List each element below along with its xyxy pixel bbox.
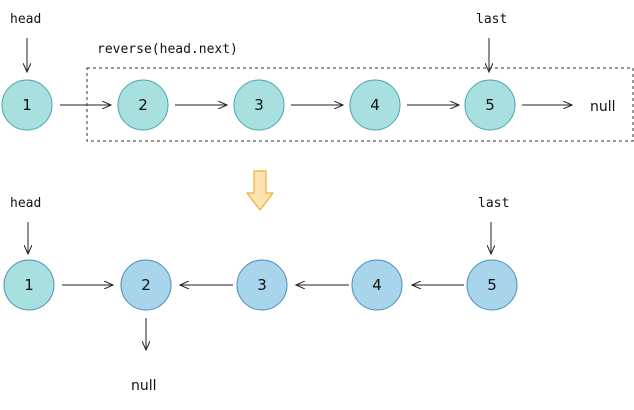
top-node-label: 5 — [485, 96, 495, 114]
bottom-head-label: head — [10, 196, 41, 211]
bottom-list: head last 1 2 3 4 5 null — [3, 196, 518, 394]
top-node-5: 5 — [464, 79, 516, 131]
top-node-label: 1 — [22, 96, 32, 114]
top-node-3: 3 — [233, 79, 285, 131]
bottom-node-label: 2 — [141, 276, 151, 294]
top-null-label: null — [590, 99, 616, 115]
top-node-2: 2 — [117, 79, 169, 131]
top-node-label: 4 — [370, 96, 380, 114]
down-arrow-icon — [246, 170, 274, 211]
top-node-circle — [349, 79, 401, 131]
top-node-circle — [464, 79, 516, 131]
bottom-node-2: 2 — [120, 259, 172, 311]
bottom-node-circle — [466, 259, 518, 311]
top-node-circle — [233, 79, 285, 131]
bottom-node-circle — [3, 259, 55, 311]
top-last-label: last — [476, 12, 507, 27]
bottom-null-label: null — [131, 378, 157, 394]
top-head-label: head — [10, 12, 41, 27]
bottom-node-label: 3 — [257, 276, 267, 294]
bottom-node-1: 1 — [3, 259, 55, 311]
top-node-circle — [117, 79, 169, 131]
top-node-circle — [1, 79, 53, 131]
top-list: head last reverse(head.next) 1 2 3 4 5 null — [1, 12, 634, 142]
bottom-node-label: 4 — [372, 276, 382, 294]
top-node-4: 4 — [349, 79, 401, 131]
reverse-call-label: reverse(head.next) — [97, 42, 238, 57]
bottom-nodes: 1 2 3 4 5 — [3, 259, 518, 311]
top-nodes: 1 2 3 4 5 — [1, 79, 516, 131]
top-node-label: 3 — [254, 96, 264, 114]
bottom-node-circle — [351, 259, 403, 311]
top-node-label: 2 — [138, 96, 148, 114]
bottom-node-4: 4 — [351, 259, 403, 311]
bottom-last-label: last — [478, 196, 509, 211]
bottom-node-circle — [120, 259, 172, 311]
bottom-node-label: 1 — [24, 276, 34, 294]
bottom-node-circle — [236, 259, 288, 311]
top-node-1: 1 — [1, 79, 53, 131]
bottom-node-3: 3 — [236, 259, 288, 311]
bottom-node-5: 5 — [466, 259, 518, 311]
bottom-node-label: 5 — [487, 276, 497, 294]
